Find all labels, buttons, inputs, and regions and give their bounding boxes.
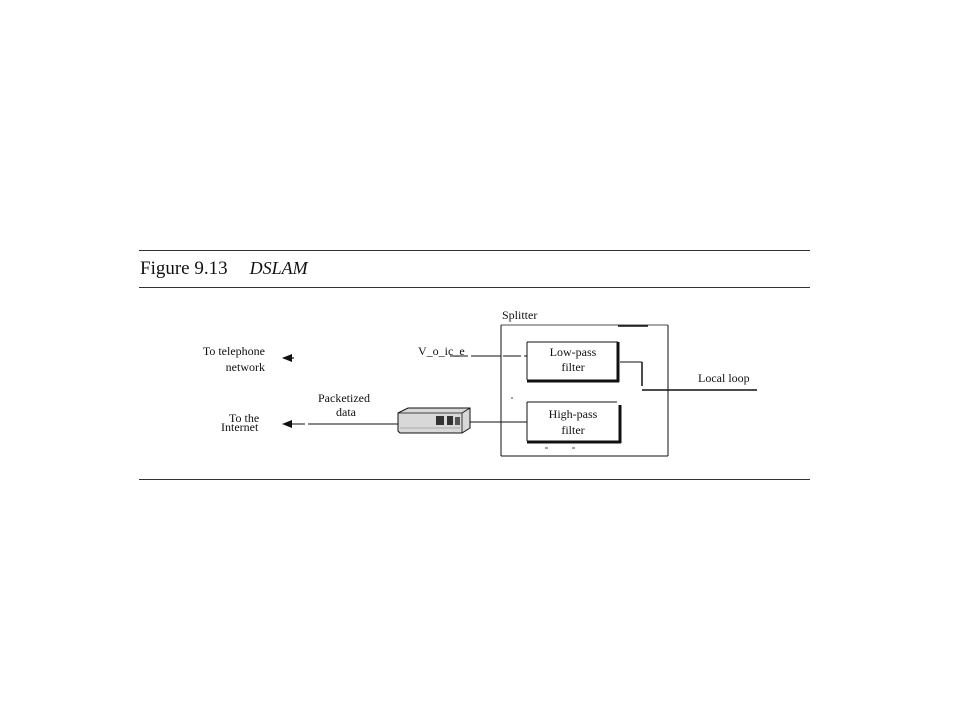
dslam-modem-icon (397, 407, 471, 434)
lowpass-to-loop-line (620, 361, 757, 391)
highpass-filter-label-line2: filter (561, 423, 585, 437)
caption-rule-bottom (139, 287, 810, 288)
to-telephone-label-line1: To telephone (202, 344, 265, 358)
figure-rule-bottom (139, 479, 810, 480)
lowpass-filter-box (526, 341, 620, 383)
to-telephone-label-line2: network (225, 360, 265, 374)
local-loop-label: Local loop (698, 371, 750, 385)
splitter-label: Splitter (502, 308, 538, 322)
caption-rule-top (139, 250, 810, 251)
highpass-filter-label-line1: High-pass (548, 407, 598, 421)
to-internet-label-line1: To the (229, 411, 260, 425)
figure-caption: Figure 9.13 DSLAM (140, 258, 308, 280)
lowpass-filter-label-line2: filter (561, 360, 585, 374)
lowpass-filter-label-line1: Low-pass (549, 345, 597, 359)
packetized-data-label-line2: data (336, 405, 356, 419)
voice-label: V_o_ic_e (418, 344, 465, 358)
figure-title: DSLAM (249, 258, 308, 278)
packetized-data-label-line1: Packetized (318, 391, 370, 405)
highpass-to-modem-line (469, 397, 527, 423)
figure-number: Figure 9.13 (140, 258, 228, 279)
to-internet-label-line2: Internet (221, 420, 259, 434)
